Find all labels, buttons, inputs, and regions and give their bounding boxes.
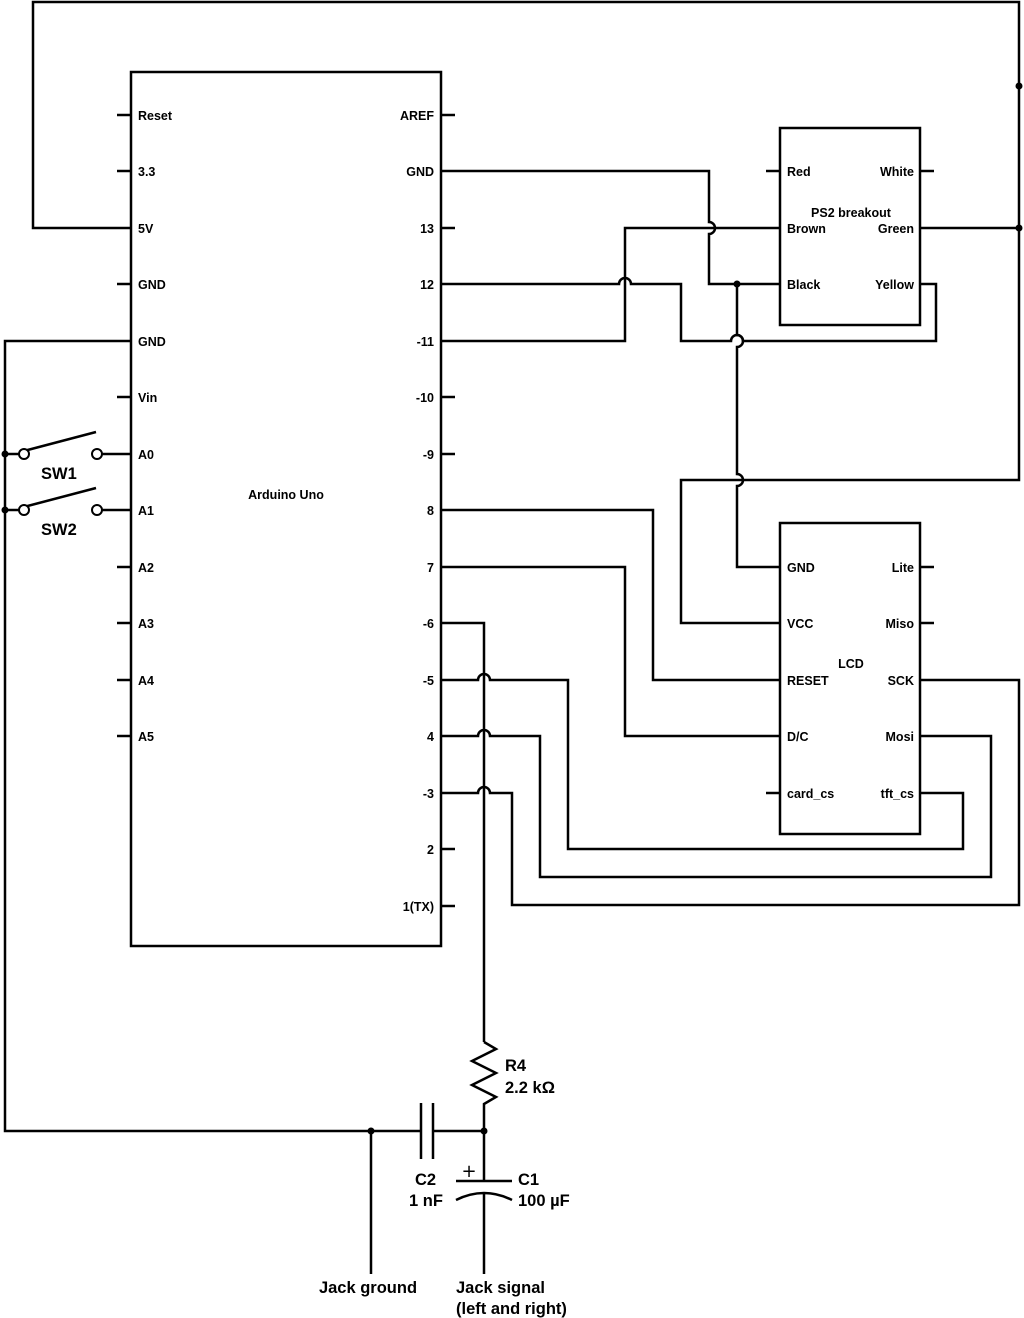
pin-label: RESET [787, 674, 829, 688]
pin-label: 13 [420, 222, 434, 236]
sw2-lever [19, 486, 97, 510]
arduino-left-pin-labels: Reset 3.3 5V GND GND Vin A0 A1 A2 A3 A4 … [138, 109, 173, 744]
wire-pin8-to-lcd-reset [455, 508, 766, 682]
pin-label: Red [787, 165, 811, 179]
arduino-title: Arduino Uno [248, 488, 324, 502]
pin-label: Lite [892, 561, 914, 575]
sw2-label: SW2 [41, 521, 77, 539]
jack-ground-label: Jack ground [319, 1279, 417, 1297]
ps2-pin-stubs [766, 169, 934, 286]
pin-label: A2 [138, 561, 154, 575]
arduino-right-pin-labels: AREF GND 13 12 -11 -10 -9 8 7 -6 -5 4 -3… [400, 109, 434, 914]
pin-label: Brown [787, 222, 826, 236]
pin-label: D/C [787, 730, 809, 744]
c2-value: 1 nF [409, 1192, 443, 1210]
pin-label: White [880, 165, 914, 179]
r4-resistor [469, 1040, 499, 1131]
pin-label: A3 [138, 617, 154, 631]
pin-label: 2 [427, 843, 434, 857]
wire-pin11-to-ps2-brown [455, 226, 766, 343]
pin-label: VCC [787, 617, 813, 631]
ps2-breakout-body [778, 126, 922, 327]
arduino-uno-body [129, 70, 443, 948]
pin-label: A4 [138, 674, 154, 688]
pin-label: A1 [138, 504, 154, 518]
arduino-right-pin-stubs [441, 113, 455, 908]
pin-label: Vin [138, 391, 157, 405]
lcd-body [778, 521, 922, 836]
pin-label: Yellow [875, 278, 914, 292]
pin-label: -6 [423, 617, 434, 631]
wire-pin4-to-lcd-mosi [455, 728, 993, 879]
pin-label: Black [787, 278, 820, 292]
sw2-contact-right [91, 504, 103, 516]
ps2-pin-labels: Red Brown Black White Green Yellow [787, 165, 914, 292]
pin-label: tft_cs [881, 787, 914, 801]
pin-label: SCK [888, 674, 914, 688]
c2-capacitor [419, 1103, 435, 1159]
sw1-contact-right [91, 448, 103, 460]
wire-gnd-to-jack-ground [3, 339, 421, 1133]
pin-label: GND [787, 561, 815, 575]
wire-pin6-to-r4 [455, 621, 486, 1042]
wire-pin12-to-ps2-yellow [455, 276, 938, 343]
pin-label: 3.3 [138, 165, 155, 179]
pin-label: Mosi [886, 730, 914, 744]
pin-label: 7 [427, 561, 434, 575]
c1-value: 100 µF [518, 1192, 570, 1210]
lcd-pin-stubs [766, 565, 934, 795]
pin-label: -10 [416, 391, 434, 405]
pin-label: A0 [138, 448, 154, 462]
pin-label: -5 [423, 674, 434, 688]
junction-dot [1, 506, 9, 514]
wire-5v-to-lcd-vcc [31, 0, 1021, 625]
junction-dot [1015, 82, 1023, 90]
pin-label: Miso [886, 617, 915, 631]
pin-label: 5V [138, 222, 154, 236]
junction-dot [1, 450, 9, 458]
pin-label: card_cs [787, 787, 834, 801]
pin-label: GND [138, 335, 166, 349]
sw1-lever [19, 430, 97, 454]
wire-pin3-to-lcd-sck [455, 678, 1021, 907]
lcd-pin-labels: GND VCC RESET D/C card_cs Lite Miso SCK … [787, 561, 914, 801]
junction-dot [367, 1127, 375, 1135]
ps2-title: PS2 breakout [811, 206, 892, 220]
pin-label: A5 [138, 730, 154, 744]
sw2-contact-left [18, 504, 30, 516]
c1-plate-positive [456, 1131, 512, 1183]
junction-dot [480, 1127, 488, 1135]
arduino-left-pin-stubs [117, 113, 131, 738]
jack-signal-sublabel: (left and right) [456, 1300, 567, 1318]
jack-signal-label: Jack signal [456, 1279, 545, 1297]
junction-dot [733, 280, 741, 288]
pin-label: GND [406, 165, 434, 179]
pin-label: 4 [427, 730, 434, 744]
wire-pin7-to-lcd-dc [455, 565, 766, 738]
sw1-contact-left [18, 448, 30, 460]
wire-gnd-to-lcd-gnd [735, 284, 766, 569]
pin-label: 8 [427, 504, 434, 518]
sw1-label: SW1 [41, 465, 77, 483]
r4-value: 2.2 kΩ [505, 1079, 555, 1097]
lcd-title: LCD [838, 657, 864, 671]
pin-label: AREF [400, 109, 434, 123]
wire-pin5-to-lcd-tftcs [455, 672, 965, 851]
pin-label: Green [878, 222, 914, 236]
c1-plate-negative [455, 1191, 513, 1274]
c1-name: C1 [518, 1171, 539, 1189]
r4-name: R4 [505, 1057, 527, 1075]
c2-name: C2 [415, 1171, 436, 1189]
junction-dot [1015, 224, 1023, 232]
pin-label: -11 [417, 335, 434, 349]
pin-label: -9 [423, 448, 434, 462]
c1-polarity-mark: + [461, 1161, 476, 1182]
pin-label: Reset [138, 109, 173, 123]
pin-label: 1(TX) [403, 900, 434, 914]
pin-label: 12 [420, 278, 434, 292]
pin-label: GND [138, 278, 166, 292]
pin-label: -3 [423, 787, 434, 801]
